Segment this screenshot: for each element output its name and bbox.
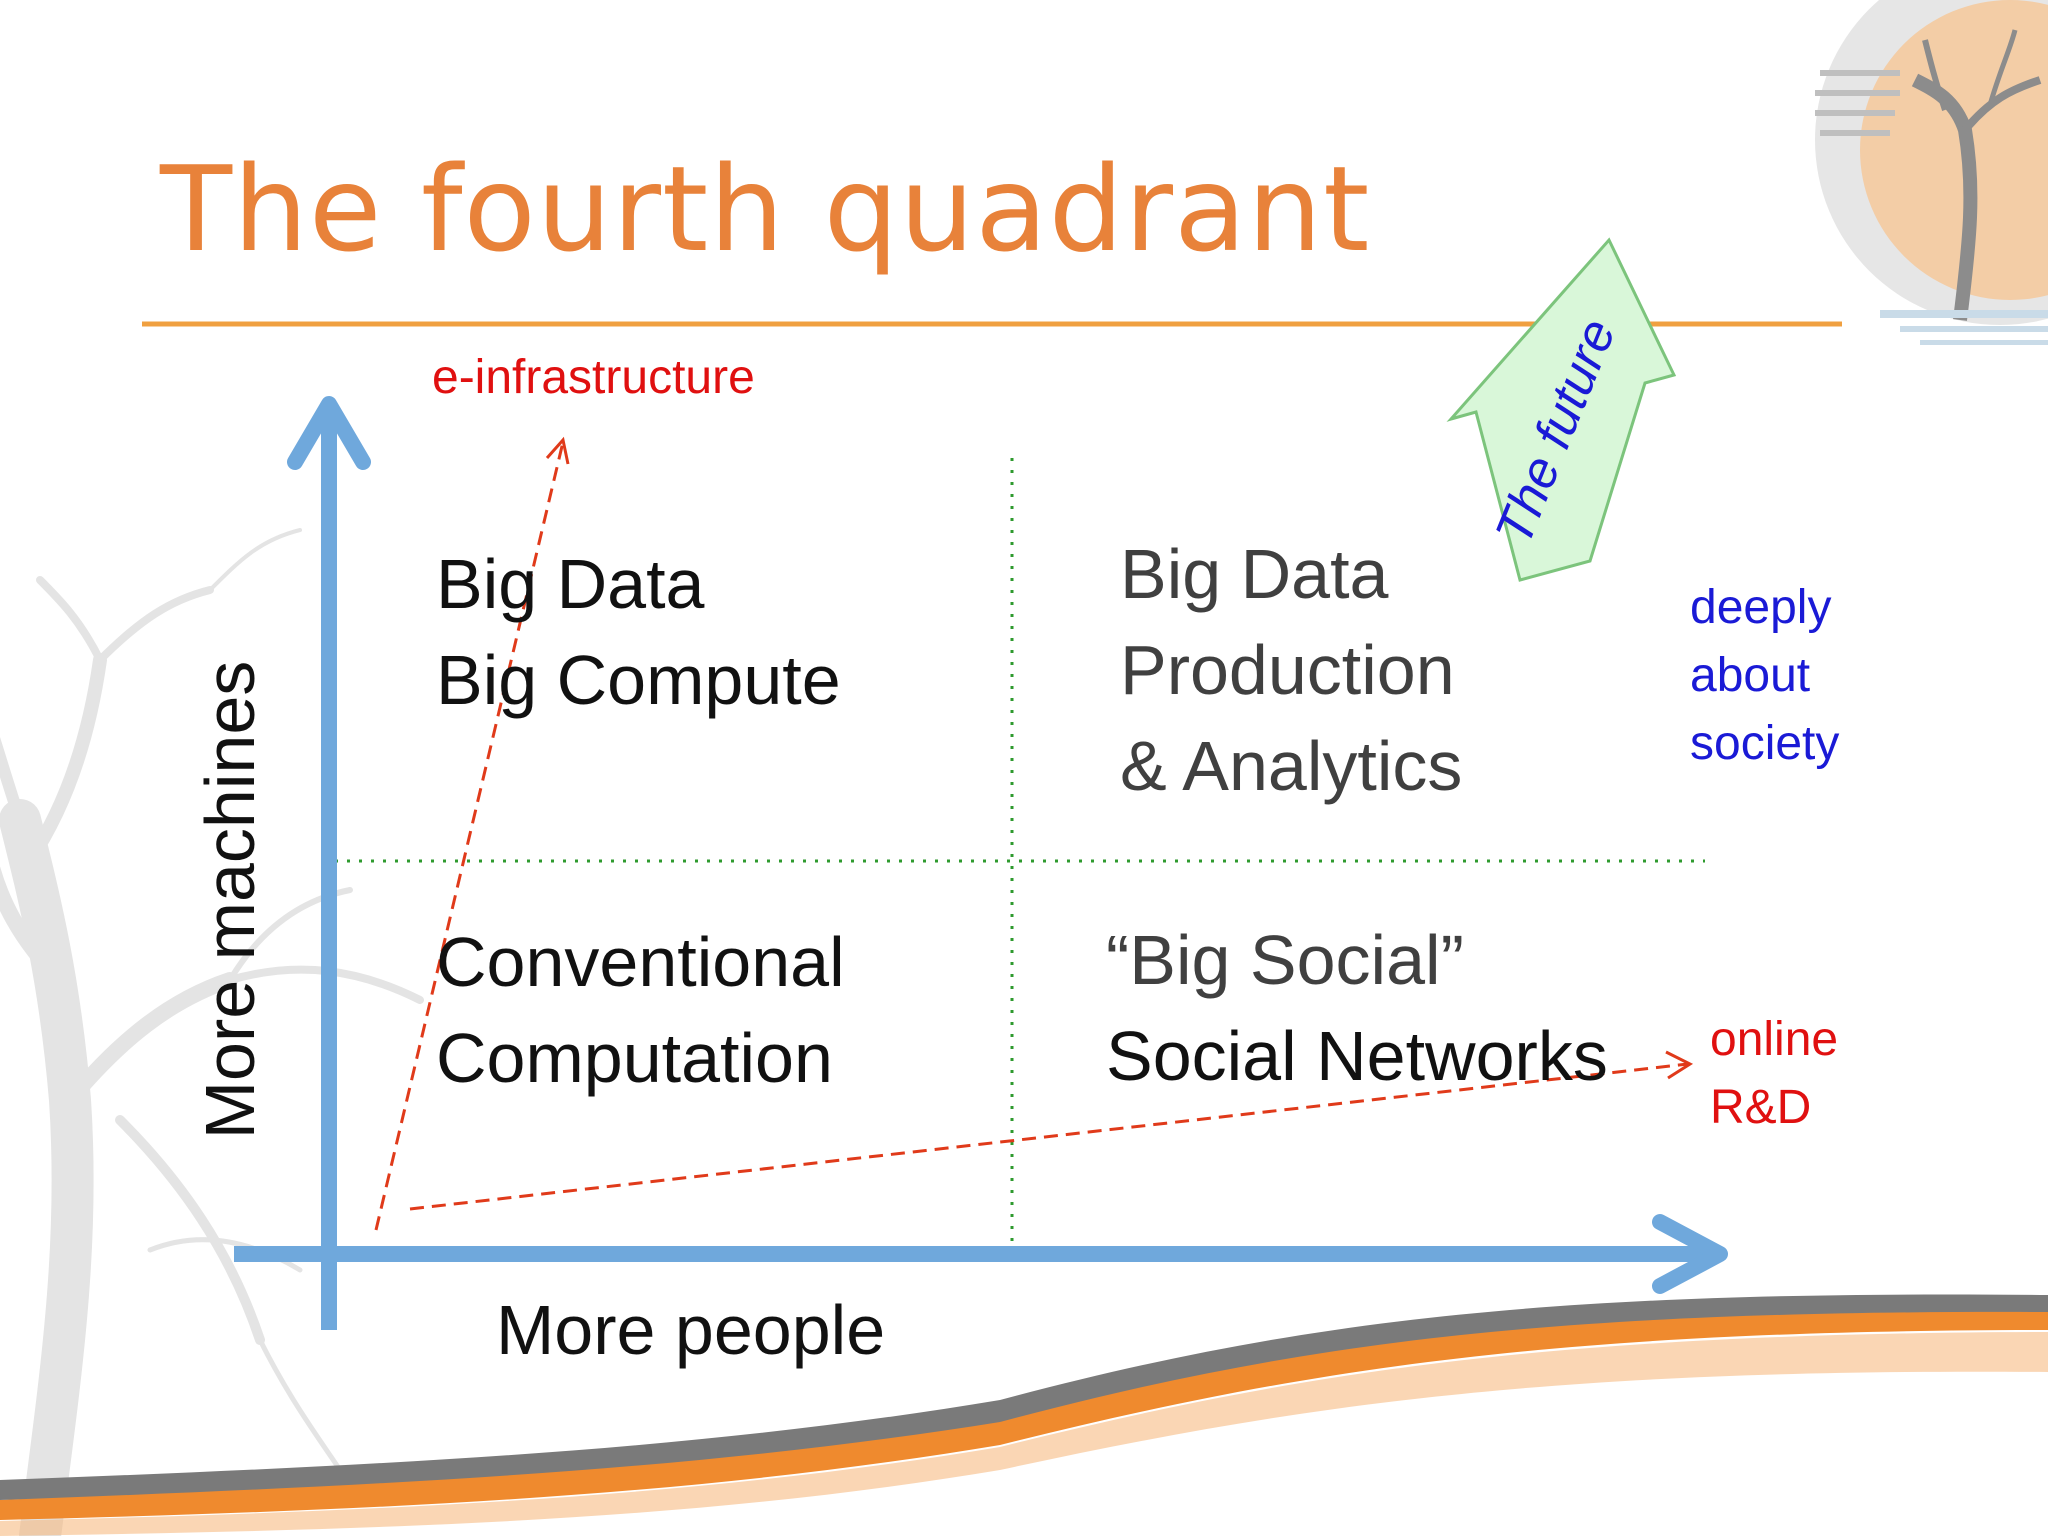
- quadrant-top-right-line-3: & Analytics: [1120, 727, 1463, 805]
- deeply-about-society-label: deeply about society: [1690, 574, 1839, 778]
- deeply-about-society-line-3: society: [1690, 717, 1840, 770]
- e-infrastructure-label: e-infrastructure: [432, 351, 755, 404]
- quadrant-top-right-line-1: Big Data: [1120, 535, 1389, 613]
- x-axis-arrow: [234, 1214, 1728, 1294]
- emblem-logo: [1815, 0, 2048, 345]
- quadrant-top-right: Big Data Production & Analytics: [1120, 526, 1462, 814]
- quadrant-bottom-right-line-2: Social Networks: [1106, 1017, 1608, 1095]
- background-tree-left: [0, 528, 424, 1536]
- bottom-swoosh: [0, 1294, 2048, 1536]
- x-axis-label: More people: [496, 1291, 886, 1369]
- quadrant-bottom-right: “Big Social” Social Networks: [1106, 912, 1608, 1104]
- quadrant-bottom-left-line-2: Computation: [436, 1019, 833, 1097]
- quadrant-top-left-line-1: Big Data: [436, 545, 705, 623]
- quadrant-top-right-line-2: Production: [1120, 631, 1455, 709]
- quadrant-top-left-line-2: Big Compute: [436, 641, 841, 719]
- future-arrow: [1446, 237, 1677, 582]
- quadrant-bottom-left: Conventional Computation: [436, 914, 845, 1106]
- online-rd-line-2: R&D: [1710, 1081, 1812, 1134]
- quadrant-bottom-right-line-1: “Big Social”: [1106, 921, 1464, 999]
- y-axis-label: More machines: [191, 660, 269, 1140]
- online-rd-label: online R&D: [1710, 1006, 1838, 1142]
- quadrant-top-left: Big Data Big Compute: [436, 536, 841, 728]
- deeply-about-society-line-1: deeply: [1690, 581, 1832, 634]
- quadrant-bottom-left-line-1: Conventional: [436, 923, 845, 1001]
- dashed-arrow-online-rd: [409, 1050, 1694, 1211]
- slide-title: The fourth quadrant: [160, 140, 1371, 278]
- online-rd-line-1: online: [1710, 1013, 1839, 1066]
- y-axis-arrow: [287, 396, 371, 1330]
- deeply-about-society-line-2: about: [1690, 649, 1811, 702]
- dashed-arrow-e-infrastructure: [374, 436, 570, 1231]
